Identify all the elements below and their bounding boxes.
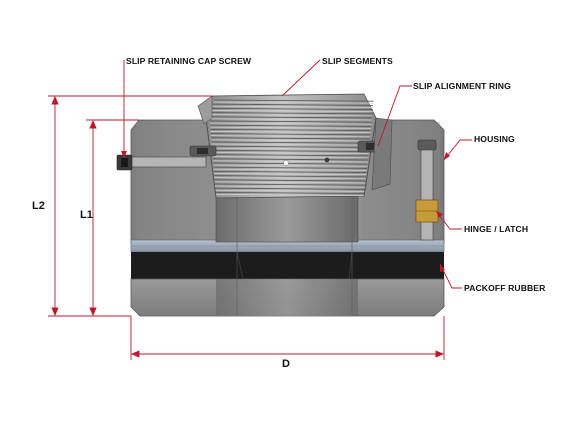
slip-tooth xyxy=(214,183,366,186)
slip-tooth xyxy=(214,175,367,178)
leader-hinge-latch xyxy=(435,210,462,230)
label-slip-retaining-cap-screw: SLIP RETAINING CAP SCREW xyxy=(126,56,252,66)
slip-tooth-highlight xyxy=(213,164,368,167)
leader-alignment-ring xyxy=(377,85,412,147)
leader-packoff xyxy=(439,263,462,289)
label-slip-alignment-ring: SLIP ALIGNMENT RING xyxy=(413,81,511,91)
packoff-rubber xyxy=(131,251,444,280)
slip-tooth-highlight xyxy=(213,173,367,175)
slip-tooth-highlight xyxy=(210,114,373,117)
slip-tooth xyxy=(215,191,365,195)
hinge-latch xyxy=(415,139,439,241)
leader-slip-segments xyxy=(281,59,321,97)
slip-retaining-cap-screw xyxy=(116,145,217,171)
slip-tooth-highlight xyxy=(211,147,370,150)
slip-tooth-highlight xyxy=(212,156,369,159)
slip-tooth-highlight xyxy=(210,126,372,129)
slip-tooth xyxy=(215,187,366,190)
slip-tooth-highlight xyxy=(211,139,370,142)
slip-tooth xyxy=(211,141,370,144)
slip-tooth xyxy=(213,162,368,165)
slip-tooth-highlight xyxy=(209,118,373,121)
slip-tooth xyxy=(214,179,366,182)
slip-tooth xyxy=(210,128,371,132)
slip-tooth xyxy=(211,107,373,111)
leader-arrowheads xyxy=(121,151,450,272)
slip-segments xyxy=(197,93,377,199)
label-slip-segments: SLIP SEGMENTS xyxy=(322,56,393,66)
slip-tooth-highlight xyxy=(212,105,374,108)
slip-tooth xyxy=(213,170,367,174)
slip-tooth-highlight xyxy=(215,189,366,192)
slip-tooth xyxy=(211,137,370,140)
slip-tooth-highlight xyxy=(214,181,366,184)
slip-tooth xyxy=(212,149,369,153)
slip-tooth-highlight xyxy=(214,177,367,180)
label-hinge-latch: HINGE / LATCH xyxy=(464,224,529,234)
dimension-d: D xyxy=(282,358,290,370)
slip-tooth-highlight xyxy=(212,160,368,163)
label-packoff-rubber: PACKOFF RUBBER xyxy=(464,283,546,293)
slip-tooth-highlight xyxy=(211,143,370,146)
slip-tooth-highlight xyxy=(209,122,372,125)
slip-tooth xyxy=(209,116,373,119)
leader-lines xyxy=(123,59,472,289)
slip-tooth xyxy=(211,145,370,148)
slip-tooth-highlight xyxy=(215,194,365,196)
central-bore xyxy=(215,195,359,316)
slip-tooth-highlight xyxy=(212,152,369,154)
dimension-l2: L2 xyxy=(32,200,45,212)
dimension-lines xyxy=(48,95,445,360)
dimension-l1: L1 xyxy=(80,209,93,221)
slip-tooth-highlight xyxy=(210,135,371,138)
slip-tooth-highlight xyxy=(213,101,374,104)
slip-tooth xyxy=(210,112,373,115)
slip-tooth xyxy=(210,133,371,136)
slip-teeth xyxy=(209,99,374,196)
slip-tooth-highlight xyxy=(213,168,368,171)
slip-tooth-highlight xyxy=(211,110,373,112)
slip-tooth xyxy=(212,154,369,157)
label-housing: HOUSING xyxy=(474,134,515,144)
slip-tooth xyxy=(210,124,372,127)
slip-tooth-highlight xyxy=(210,131,371,133)
slip-alignment-ring xyxy=(357,117,393,191)
slip-tooth-highlight xyxy=(214,185,366,188)
slip-tooth xyxy=(213,166,368,169)
slip-tooth xyxy=(213,99,374,102)
lower-body xyxy=(130,278,445,317)
leader-housing xyxy=(443,139,472,161)
slip-tooth xyxy=(209,120,372,123)
slip-tooth xyxy=(212,103,374,106)
slip-tooth xyxy=(212,158,368,161)
